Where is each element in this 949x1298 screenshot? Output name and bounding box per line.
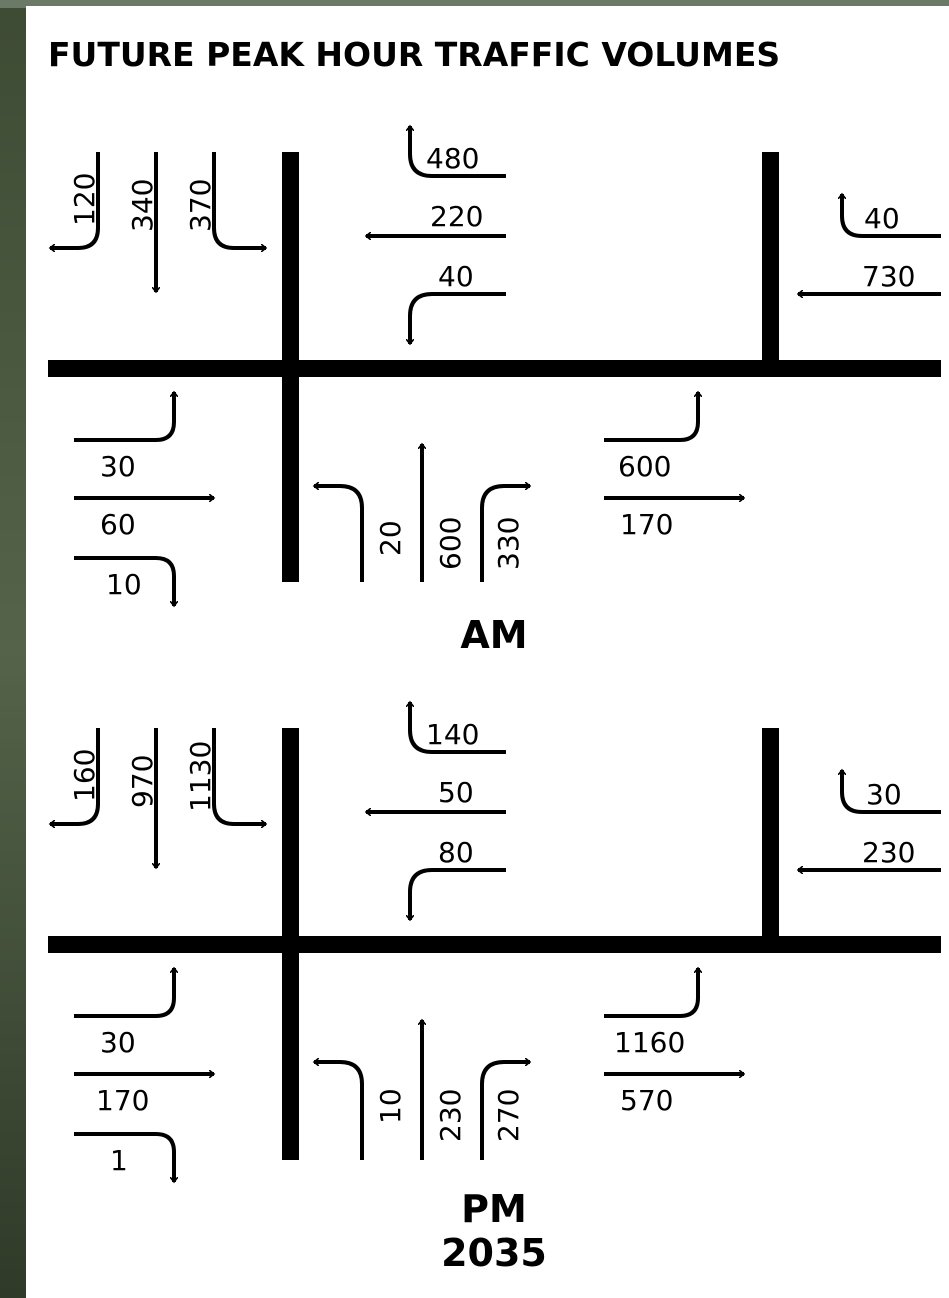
- am-northbound-right-volume: 330: [492, 517, 525, 570]
- pm-period-label: PM: [461, 1187, 527, 1231]
- am-westbound-left-arrow: [410, 292, 506, 344]
- am-westbound-uturn-volume: 480: [426, 142, 479, 175]
- am-eastbound-uturn-volume: 30: [100, 450, 136, 483]
- am-eastbound-right-arrow: [74, 556, 174, 606]
- am-northbound-right-arrow: [480, 486, 530, 582]
- am-north-right-volume: 120: [68, 173, 101, 226]
- pm-north-right-arrow: [50, 728, 100, 824]
- pm-east-side-uturn-arrow: [604, 968, 698, 1018]
- am-north-right-arrow: [50, 152, 100, 248]
- pm-intersection-panel: 160 970 1130 140 50 80 30 230 30 170 1 1…: [48, 702, 941, 1275]
- am-northbound-left-volume: 20: [374, 520, 407, 556]
- pm-north-through-volume: 970: [126, 755, 159, 808]
- pm-east-uturn-volume: 30: [866, 778, 902, 811]
- am-east-side-uturn-volume: 600: [618, 450, 671, 483]
- pm-north-left-arrow: [212, 728, 266, 824]
- pm-east-through-volume: 230: [862, 836, 915, 869]
- am-eastbound-through-volume: 60: [100, 508, 136, 541]
- am-road-horizontal: [48, 360, 941, 377]
- figure-title: FUTURE PEAK HOUR TRAFFIC VOLUMES: [48, 35, 780, 74]
- pm-northbound-right-volume: 270: [492, 1089, 525, 1142]
- pm-road-east-vertical: [762, 728, 779, 936]
- am-westbound-left-volume: 40: [438, 260, 474, 293]
- pm-westbound-through-volume: 50: [438, 776, 474, 809]
- pm-eastbound-uturn-volume: 30: [100, 1026, 136, 1059]
- pm-eastbound-uturn-arrow: [74, 968, 174, 1018]
- pm-road-horizontal: [48, 936, 941, 953]
- pm-eastbound-right-arrow: [74, 1132, 174, 1182]
- am-east-side-through-volume: 170: [620, 508, 673, 541]
- pm-east-uturn-arrow: [842, 770, 941, 814]
- pm-north-left-volume: 1130: [184, 741, 217, 812]
- am-north-through-volume: 340: [126, 179, 159, 232]
- am-eastbound-right-volume: 10: [106, 568, 142, 601]
- am-northbound-left-arrow: [314, 486, 364, 582]
- am-period-label: AM: [460, 613, 527, 657]
- pm-eastbound-right-volume: 1: [110, 1144, 128, 1177]
- am-east-through-volume: 730: [862, 260, 915, 293]
- am-eastbound-uturn-arrow: [74, 392, 174, 442]
- pm-westbound-left-volume: 80: [438, 836, 474, 869]
- pm-westbound-left-arrow: [410, 868, 506, 920]
- am-east-uturn-volume: 40: [864, 202, 900, 235]
- pm-east-side-through-volume: 570: [620, 1084, 673, 1117]
- pm-northbound-left-volume: 10: [374, 1088, 407, 1124]
- pm-northbound-right-arrow: [480, 1062, 530, 1160]
- pm-northbound-left-arrow: [314, 1062, 364, 1160]
- am-north-left-arrow: [212, 152, 266, 248]
- am-northbound-through-volume: 600: [434, 517, 467, 570]
- am-westbound-uturn-arrow: [410, 126, 506, 178]
- pm-northbound-through-volume: 230: [434, 1089, 467, 1142]
- pm-east-side-uturn-volume: 1160: [614, 1026, 685, 1059]
- am-road-east-vertical: [762, 152, 779, 360]
- am-westbound-through-volume: 220: [430, 200, 483, 233]
- pm-westbound-uturn-arrow: [410, 702, 506, 754]
- am-intersection-panel: 120 340 370 480 220 40 40 730 30 60 10: [48, 126, 941, 657]
- am-north-left-volume: 370: [184, 179, 217, 232]
- pm-westbound-uturn-volume: 140: [426, 718, 479, 751]
- pm-eastbound-through-volume: 170: [96, 1084, 149, 1117]
- pm-year-label: 2035: [441, 1231, 547, 1275]
- white-panel: [26, 6, 949, 1298]
- am-east-side-uturn-arrow: [604, 392, 698, 442]
- pm-north-right-volume: 160: [68, 749, 101, 802]
- am-east-uturn-arrow: [842, 194, 941, 238]
